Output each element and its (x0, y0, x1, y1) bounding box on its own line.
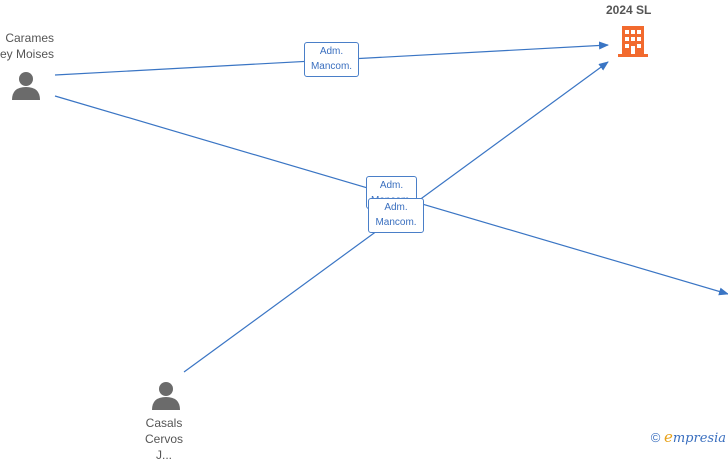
person-2-name[interactable]: Casals Cervos J... (132, 415, 196, 463)
person-1-name-line1: Carames (5, 31, 55, 45)
relationship-graph (54, 41, 728, 373)
edge-label-role[interactable]: Adm. Mancom. (304, 42, 359, 77)
person-icon[interactable] (151, 380, 181, 415)
company-name[interactable]: 2024 SL (606, 3, 652, 17)
brand-logo-text: mpresia (672, 431, 726, 446)
edge-label-role-line2: Mancom. (375, 217, 417, 228)
person-2-name-line3: J... (155, 448, 172, 462)
person-1-name[interactable]: Carames ey Moises (0, 30, 54, 62)
edge-label-role-line1: Adm. (319, 46, 344, 57)
person-2-name-line2: Cervos (144, 432, 183, 446)
person-2-name-line1: Casals (145, 416, 183, 430)
edge-label-role[interactable]: Adm. Mancom. (368, 198, 424, 233)
edge-label-role-line2: Mancom. (310, 61, 353, 72)
person-1-name-line2: ey Moises (0, 47, 55, 61)
person-icon[interactable] (11, 70, 41, 105)
edge-label-role-line1: Adm. (384, 202, 408, 213)
brand-logo-letter: e (663, 428, 673, 446)
edge-label-role-line1: Adm. (379, 180, 404, 191)
brand-watermark: © empresia (651, 428, 726, 446)
building-icon[interactable] (616, 24, 650, 63)
copyright-symbol: © (650, 430, 661, 445)
